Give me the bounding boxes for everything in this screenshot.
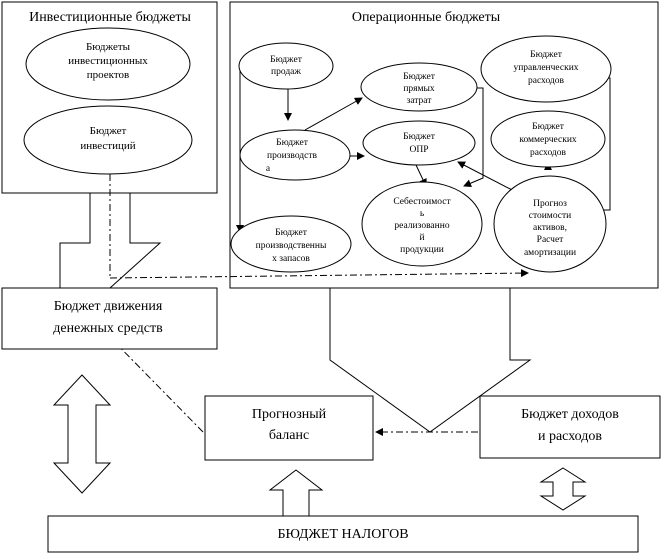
svg-text:Бюджет: Бюджет bbox=[532, 122, 565, 132]
investment-budgets-panel: Инвестиционные бюджеты Бюджеты инвестици… bbox=[1, 1, 218, 194]
svg-text:активов,: активов, bbox=[533, 223, 567, 233]
asset-value-forecast-node: Прогноз стоимости активов, Расчет аморти… bbox=[493, 175, 607, 273]
operating-budgets-panel: Операционные бюджеты Бюджет продаж Бюдже… bbox=[229, 1, 659, 289]
svg-text:инвестиционных: инвестиционных bbox=[68, 55, 148, 67]
svg-text:проектов: проектов bbox=[87, 69, 129, 81]
svg-text:Бюджет движения: Бюджет движения bbox=[54, 299, 163, 314]
svg-text:Расчет: Расчет bbox=[537, 235, 565, 245]
operating-panel-title: Операционные бюджеты bbox=[352, 10, 501, 25]
svg-text:инвестиций: инвестиций bbox=[80, 140, 135, 152]
svg-text:продукции: продукции bbox=[400, 245, 444, 255]
svg-text:а: а bbox=[266, 164, 271, 174]
svg-text:БЮДЖЕТ НАЛОГОВ: БЮДЖЕТ НАЛОГОВ bbox=[277, 527, 408, 542]
svg-text:ь: ь bbox=[420, 209, 425, 219]
svg-text:Прогноз: Прогноз bbox=[533, 199, 567, 209]
cash-flow-budget-box: Бюджет движения денежных средств bbox=[1, 287, 218, 350]
svg-text:стоимости: стоимости bbox=[529, 211, 572, 221]
direct-costs-budget-node: Бюджет прямых затрат bbox=[360, 62, 478, 112]
svg-text:производственны: производственны bbox=[256, 241, 327, 251]
svg-text:амортизации: амортизации bbox=[524, 248, 576, 258]
svg-text:коммерческих: коммерческих bbox=[519, 135, 577, 145]
cashflow-tax-double-arrow bbox=[52, 374, 112, 494]
svg-text:Бюджет: Бюджет bbox=[530, 50, 563, 60]
opr-budget-node: Бюджет ОПР bbox=[362, 120, 476, 166]
svg-text:Бюджет: Бюджет bbox=[403, 72, 436, 82]
income-expense-budget-box: Бюджет доходов и расходов bbox=[479, 395, 661, 459]
svg-text:денежных средств: денежных средств bbox=[53, 321, 163, 336]
svg-text:баланс: баланс bbox=[269, 428, 309, 443]
svg-text:Бюджет: Бюджет bbox=[276, 138, 309, 148]
commercial-expenses-budget-node: Бюджет коммерческих расходов bbox=[490, 110, 606, 168]
svg-text:Бюджеты: Бюджеты bbox=[86, 41, 131, 53]
svg-text:Бюджет: Бюджет bbox=[90, 125, 127, 137]
income-tax-double-arrow bbox=[539, 467, 587, 511]
sales-budget-node: Бюджет продаж bbox=[238, 42, 334, 90]
forecast-balance-box: Прогнозный баланс bbox=[204, 395, 374, 461]
project-budgets-node: Бюджеты инвестиционных проектов bbox=[25, 27, 191, 101]
svg-text:прямых: прямых bbox=[403, 84, 435, 94]
svg-text:Прогнозный: Прогнозный bbox=[252, 407, 327, 422]
tax-to-balance-arrow bbox=[268, 469, 324, 517]
svg-text:х запасов: х запасов bbox=[272, 254, 310, 264]
svg-text:продаж: продаж bbox=[271, 67, 301, 77]
svg-text:производств: производств bbox=[267, 151, 318, 161]
svg-text:и расходов: и расходов bbox=[538, 429, 602, 444]
svg-text:затрат: затрат bbox=[407, 96, 433, 106]
svg-text:Бюджет: Бюджет bbox=[270, 55, 303, 65]
svg-text:реализованно: реализованно bbox=[394, 221, 449, 231]
production-budget-node: Бюджет производств а bbox=[239, 129, 351, 181]
svg-text:управленческих: управленческих bbox=[513, 63, 578, 73]
svg-text:Бюджет доходов: Бюджет доходов bbox=[521, 407, 619, 422]
svg-text:й: й bbox=[419, 232, 424, 243]
svg-text:Бюджет: Бюджет bbox=[275, 228, 308, 238]
operating-connectors bbox=[236, 64, 611, 233]
svg-text:расходов: расходов bbox=[530, 148, 567, 158]
inventory-budget-node: Бюджет производственны х запасов bbox=[230, 215, 352, 273]
svg-text:Себестоимост: Себестоимост bbox=[393, 196, 451, 207]
svg-text:ОПР: ОПР bbox=[409, 145, 428, 155]
investment-panel-title: Инвестиционные бюджеты bbox=[29, 10, 191, 25]
svg-text:расходов: расходов bbox=[528, 76, 565, 86]
svg-text:Бюджет: Бюджет bbox=[403, 132, 436, 142]
cost-of-goods-sold-node: Себестоимост ь реализованно й продукции bbox=[361, 181, 483, 267]
investment-budget-node: Бюджет инвестиций bbox=[23, 105, 193, 175]
management-expenses-budget-node: Бюджет управленческих расходов bbox=[480, 35, 612, 103]
tax-budget-box: БЮДЖЕТ НАЛОГОВ bbox=[47, 515, 639, 553]
